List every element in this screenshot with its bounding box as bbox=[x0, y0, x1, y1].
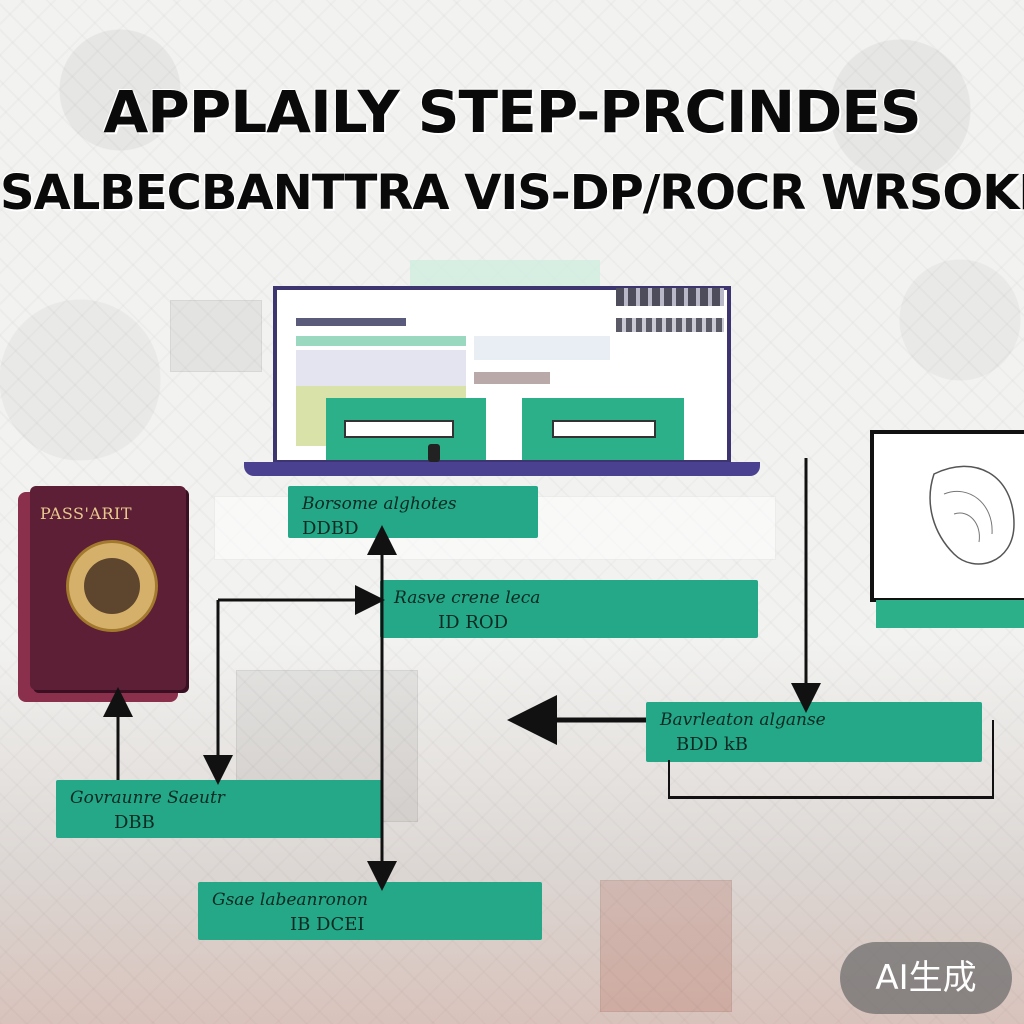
passport-label: PASS'ARIT bbox=[40, 504, 132, 523]
laptop-button bbox=[428, 444, 440, 462]
background-block bbox=[600, 880, 732, 1012]
laptop-field bbox=[552, 420, 656, 438]
laptop-icon-row bbox=[616, 288, 724, 306]
laptop-menu-line bbox=[296, 318, 406, 326]
laptop-base bbox=[244, 462, 760, 476]
background-block bbox=[170, 300, 262, 372]
frame-line bbox=[992, 720, 994, 798]
monitor-sketch bbox=[929, 465, 1015, 565]
frame-line bbox=[668, 760, 670, 798]
monitor-strip bbox=[876, 600, 1024, 628]
step-label: Rasve crene leca bbox=[394, 588, 541, 608]
step-label: Govraunre Saeutr bbox=[70, 788, 225, 808]
step-box-4: Govraunre Saeutr DBB bbox=[56, 780, 382, 838]
laptop-bar bbox=[474, 336, 610, 360]
laptop-icon-row bbox=[616, 318, 724, 332]
laptop-bar bbox=[474, 372, 550, 384]
step-sub: BDD kB bbox=[676, 734, 748, 755]
title-line-2: SALBECBANTTRA VIS-DP/ROCR WRSOKP bbox=[0, 165, 1024, 221]
step-label: Borsome alghotes bbox=[302, 494, 457, 514]
step-box-3: Bavrleaton alganse BDD kB bbox=[646, 702, 982, 762]
laptop-field bbox=[344, 420, 454, 438]
frame-line bbox=[668, 796, 994, 799]
laptop-bar bbox=[296, 336, 466, 346]
step-box-5: Gsae labeanronon IB DCEI bbox=[198, 882, 542, 940]
title-line-1: APPLAILY STEP-PRCINDES bbox=[103, 78, 921, 146]
laptop-bar bbox=[296, 350, 466, 386]
step-sub: DBB bbox=[114, 812, 155, 833]
step-sub: DDBD bbox=[302, 518, 359, 539]
step-label: Bavrleaton alganse bbox=[660, 710, 826, 730]
step-label: Gsae labeanronon bbox=[212, 890, 368, 910]
passport-seal-center bbox=[84, 558, 140, 614]
step-sub: IB DCEI bbox=[290, 914, 365, 935]
step-sub: ID ROD bbox=[438, 612, 509, 633]
step-box-2: Rasve crene leca ID ROD bbox=[380, 580, 758, 638]
ai-generated-badge: AI生成 bbox=[840, 942, 1012, 1014]
step-box-1: Borsome alghotes DDBD bbox=[288, 486, 538, 539]
